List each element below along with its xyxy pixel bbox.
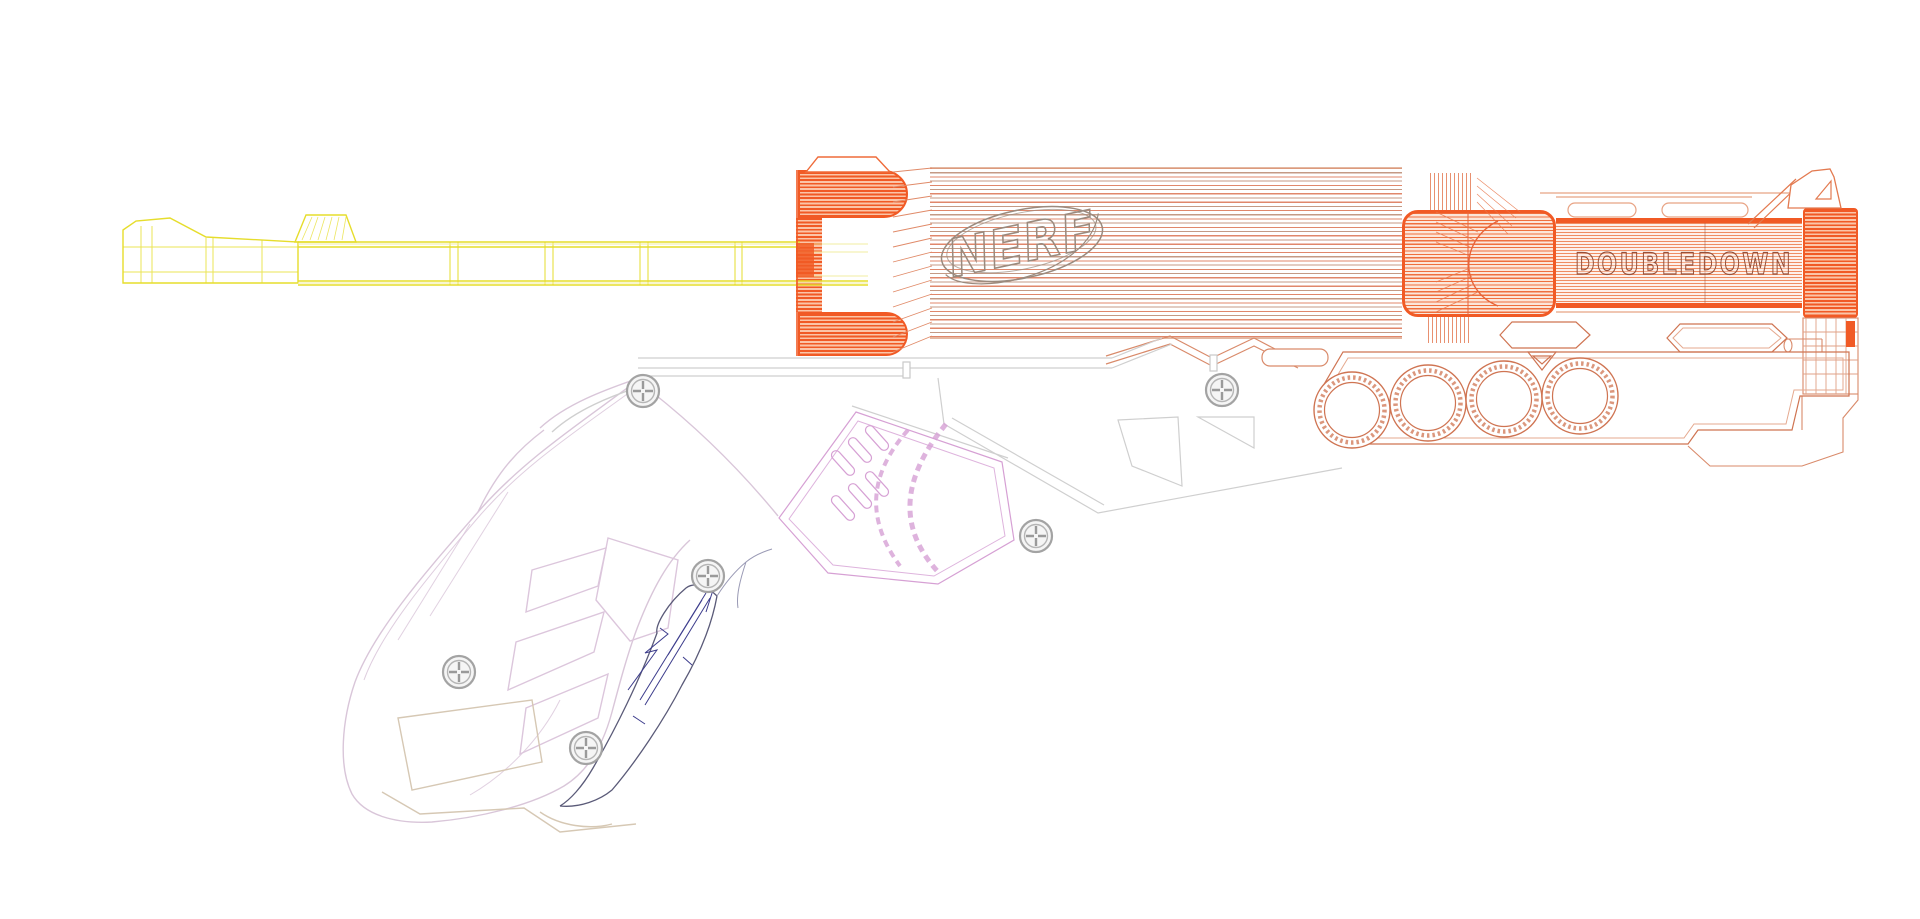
rear-lower-outline <box>1687 394 1859 467</box>
trigger-bolt-accent <box>627 627 669 691</box>
screw-icon <box>625 373 661 409</box>
logo-swoosh-tail <box>945 213 1099 285</box>
center-hub-fill <box>1402 210 1556 317</box>
front-muzzle-bottom-fill <box>798 312 908 356</box>
trigger <box>627 589 714 725</box>
body-cutout-triangle <box>1195 416 1255 450</box>
logo-swoosh-outer <box>940 205 1104 283</box>
screw-icon <box>568 730 604 766</box>
rod-shaft <box>298 241 868 286</box>
trigger-guard <box>559 548 773 807</box>
screw-icon <box>441 654 477 690</box>
brand-logo: NERF <box>940 199 1104 291</box>
tray-triangle-notch <box>1526 351 1558 371</box>
vent-stitch-arc-1 <box>874 428 910 568</box>
hub-bowl-arc <box>1468 220 1499 307</box>
receiver-body <box>638 337 1343 514</box>
hub-ring-top-fill <box>1430 173 1474 210</box>
screw-icon <box>690 558 726 594</box>
screws <box>441 372 1240 766</box>
priming-rod <box>122 214 868 286</box>
slide-details: DOUBLEDOWN <box>1540 168 1842 313</box>
rear-sight-notch <box>1814 179 1832 200</box>
drum-circle-1 <box>1313 371 1391 449</box>
drum-detail-circles <box>1313 357 1619 449</box>
grip-outer-silhouette <box>342 376 691 823</box>
model-name-text: DOUBLEDOWN <box>1575 247 1793 281</box>
drum-circle-4 <box>1541 357 1619 435</box>
cap-to-barrel-fan <box>892 167 933 353</box>
vent-panel <box>778 405 1015 585</box>
rear-attachment-cylinder <box>1788 338 1823 353</box>
screw-icon <box>1204 372 1240 408</box>
grip-facet-pentagon <box>595 537 679 642</box>
hub-ring-bottom-fill <box>1428 317 1472 343</box>
ribbed-barrel-fill <box>930 168 1402 338</box>
slide-top-slot-1 <box>1567 202 1637 218</box>
front-cap <box>796 156 892 356</box>
rear-hex-slot <box>1666 323 1788 353</box>
slide-fill <box>1556 218 1802 308</box>
hub-hex-plate <box>1499 321 1591 349</box>
vent-slots <box>830 425 890 521</box>
front-sight <box>804 156 892 173</box>
slide-top-slot-2 <box>1661 202 1749 218</box>
drum-circle-2 <box>1389 364 1467 442</box>
rear-cap-fill <box>1803 208 1858 318</box>
brand-logo-text: NERF <box>943 200 1102 290</box>
under-barrel-slot <box>1261 348 1329 367</box>
lower-tray <box>1105 321 1850 445</box>
rear-sight-fin <box>1787 168 1842 209</box>
rod-handle <box>122 217 299 284</box>
grip-bottom-cap <box>397 699 543 791</box>
drum-circle-3 <box>1465 360 1543 438</box>
grip-base-lines <box>381 791 637 833</box>
rear-orange-chip <box>1846 321 1855 347</box>
center-hub-details <box>1435 177 1521 315</box>
ribbed-barrel-outline <box>892 167 1402 353</box>
vent-stitch-arc-2 <box>907 422 948 576</box>
grip <box>342 376 779 833</box>
body-cutout-quad <box>1117 416 1183 487</box>
rear-lower-block <box>1687 317 1859 467</box>
rod-ridge-bump <box>293 214 358 243</box>
screw-icon <box>1018 518 1054 554</box>
grip-facet-quads <box>507 546 609 756</box>
cap-bright-chip <box>796 243 814 277</box>
